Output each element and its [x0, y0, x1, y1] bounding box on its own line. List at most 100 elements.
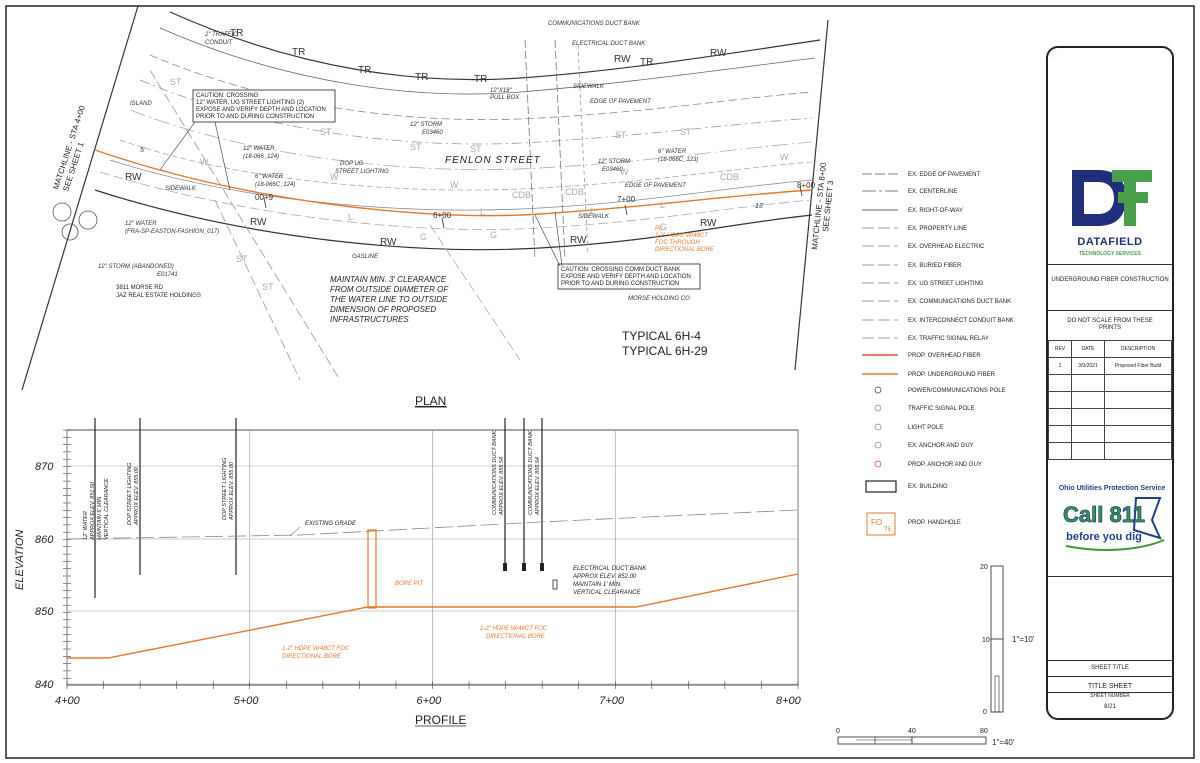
clearance-note: INFRASTRUCTURES [330, 315, 409, 324]
duct-marker [503, 563, 507, 571]
y-tick-label: 850 [35, 606, 54, 618]
svg-text:L: L [348, 212, 353, 222]
address-line: JAZ REAL ESTATE HOLDINGS [116, 293, 201, 299]
callout-comm-duct: COMMUNICATIONS DUCT BANK [548, 21, 641, 27]
station-label: 00+9 [255, 193, 274, 202]
svg-text:TR: TR [640, 57, 653, 68]
sheet-border [5, 5, 1195, 759]
svg-text:ST: ST [410, 142, 422, 152]
duct-marker [540, 563, 544, 571]
v-scale-tick: 0 [983, 709, 987, 716]
company-name: DATAFIELD [1077, 236, 1143, 248]
legend-item-label: EX. BUILDING [908, 484, 948, 490]
legend-symbol-icon [874, 386, 882, 394]
scale-note: DO NOT SCALE FROM THESE [1067, 318, 1153, 324]
callout-storm-abandoned: E01741 [157, 272, 178, 278]
legend-symbol-icon [874, 423, 882, 431]
legend-symbol-icon [874, 404, 882, 412]
svg-text:RW: RW [380, 237, 397, 248]
comm-label: APPROX ELEV. 855.54 [499, 457, 505, 516]
station-label: 7+00 [617, 195, 636, 204]
legend-item-label: PROP. UNDERGROUND FIBER [908, 372, 996, 378]
plan-title: PLAN [415, 394, 446, 408]
legend-item-label: EX. INTERCONNECT CONDUIT BANK [908, 318, 1014, 324]
water-label: APPROX ELEV. 851.50 [90, 481, 96, 541]
datafield-logo-icon [1072, 170, 1152, 226]
callout-edge-pavement: EDGE OF PAVEMENT [590, 99, 652, 105]
light-label: DOP STREET LIGHTING [127, 462, 133, 525]
y-tick-label: 860 [35, 534, 54, 546]
legend-item-label: EX. EDGE OF PAVEMENT [908, 172, 980, 178]
elec-duct-label: VERTICAL CLEARANCE [573, 590, 641, 596]
station-ticks [263, 185, 803, 229]
svg-text:CDB: CDB [720, 172, 739, 182]
caution-text: CAUTION: CROSSING [196, 93, 259, 99]
tree-icon [78, 210, 98, 230]
hdpe-plan-note: PL [655, 226, 662, 232]
handhole-tag: FO [871, 518, 882, 527]
row-north [169, 11, 821, 81]
svg-text:W: W [330, 172, 339, 182]
callout-traffic-conduit: CONDUIT [205, 40, 234, 46]
hdpe-profile-label: DIRECTIONAL BORE [486, 634, 546, 640]
legend-item-label: EX. TRAFFIC SIGNAL RELAY [908, 336, 989, 342]
leader-line [534, 214, 561, 267]
callout-morse-holding: MORSE HOLDING CO [628, 296, 690, 302]
svg-text:L: L [590, 206, 595, 216]
svg-text:ST: ST [470, 144, 482, 154]
profile-grid [63, 429, 799, 689]
ohio-ups-text: Ohio Utilities Protection Service [1059, 485, 1166, 492]
h-scale-label: 1"=40' [992, 738, 1015, 747]
company-sub: TECHNOLOGY SERVICES [1079, 251, 1141, 257]
caution-text: CAUTION: CROSSING COMM DUCT BANK [561, 267, 680, 273]
legend-item-label: EX. PROPERTY LINE [908, 226, 967, 232]
callout-water-6: 6" WATER [255, 174, 284, 180]
callout-storm-mid: E03460 [602, 167, 623, 173]
callout-island: ISLAND [130, 101, 152, 107]
handhole-icon [866, 512, 896, 536]
svg-text:TR: TR [358, 65, 371, 76]
svg-text:G: G [660, 222, 667, 232]
svg-text:RW: RW [570, 235, 587, 246]
st-line-sw [214, 199, 301, 381]
svg-text:ST: ST [615, 130, 627, 140]
svg-text:G: G [420, 232, 427, 242]
svg-text:TR: TR [474, 74, 487, 85]
callout-edge-pavement: EDGE OF PAVEMENT [625, 183, 687, 189]
horizontal-scale [837, 736, 987, 745]
x-tick-label: 4+00 [55, 695, 81, 707]
svg-text:ST: ST [236, 254, 248, 264]
callout-ug-lighting: DOP UG [340, 161, 364, 167]
svg-text:W: W [450, 180, 459, 190]
clearance-note: THE WATER LINE TO OUTSIDE [330, 295, 448, 304]
callout-sidewalk: SIDEWALK [165, 186, 197, 192]
svg-text:ST: ST [320, 127, 332, 137]
gas-line [99, 171, 813, 230]
callout-storm-mid: 12" STORM [598, 159, 630, 165]
v-scale-tick: 20 [980, 564, 988, 571]
bore-pit [367, 529, 377, 609]
duct-marker [522, 563, 526, 571]
traffic-conduit-line [159, 27, 816, 95]
row-south [94, 189, 813, 251]
station-label: 8+00 [797, 181, 816, 190]
sidewalk-line [577, 44, 589, 256]
station-label: 6+00 [433, 211, 452, 220]
clearance-note: FROM OUTSIDE DIAMETER OF [330, 285, 449, 294]
water-line [119, 139, 813, 191]
callout-gasline: GASLINE [352, 254, 379, 260]
callout-water-left: (FRA-SP-EASTON-FASHION_017) [125, 229, 219, 235]
svg-text:L: L [480, 207, 485, 217]
st-line-mid [429, 224, 521, 361]
rev-header: DESCRIPTION [1104, 340, 1172, 358]
svg-text:RW: RW [710, 48, 727, 59]
sheet-title: TITLE SHEET [1087, 683, 1133, 690]
svg-text:W: W [780, 152, 789, 162]
caution-text: EXPOSE AND VERIFY DEPTH AND LOCATION [196, 107, 326, 113]
caution-text: PRIOR TO AND DURING CONSTRUCTION [196, 114, 314, 120]
typical-label: TYPICAL 6H-4 [622, 329, 701, 343]
sheet-number: 8/21 [1104, 704, 1116, 710]
